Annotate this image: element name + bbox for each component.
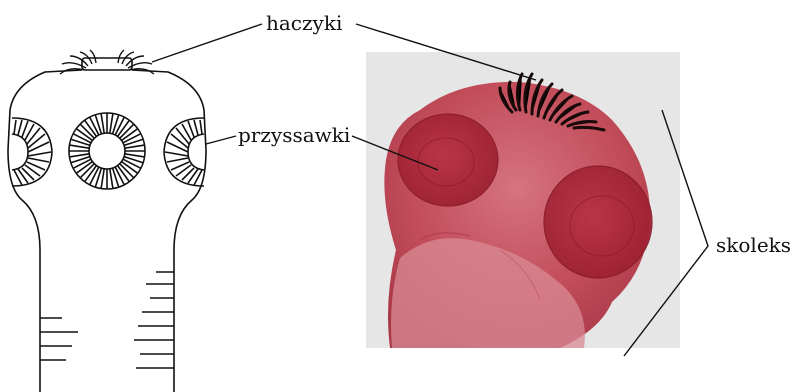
- sucker-ray: [110, 114, 113, 134]
- drawing-sucker-right: [164, 118, 204, 186]
- leader-hooks-left: [152, 24, 262, 62]
- drawing-segment-lines: [40, 272, 174, 368]
- drawing-sucker-center: [69, 113, 145, 189]
- sucker-ray: [70, 154, 90, 157]
- drawing-sucker-left: [12, 118, 52, 186]
- sucker-ray: [110, 169, 113, 189]
- label-suckers: przyssawki: [238, 123, 350, 147]
- sucker-ray: [70, 145, 90, 148]
- sucker-ray: [101, 114, 104, 134]
- sucker-ray: [125, 154, 145, 157]
- micrograph-sucker-right: [544, 166, 652, 278]
- leader-suckers-left: [206, 136, 236, 144]
- label-scolex: skoleks: [716, 233, 791, 257]
- drawing-scolex: [8, 50, 206, 392]
- sucker-ray: [101, 169, 104, 189]
- sucker-ray: [125, 145, 145, 148]
- label-hooks: haczyki: [266, 11, 342, 35]
- micrograph-scolex: [366, 52, 680, 348]
